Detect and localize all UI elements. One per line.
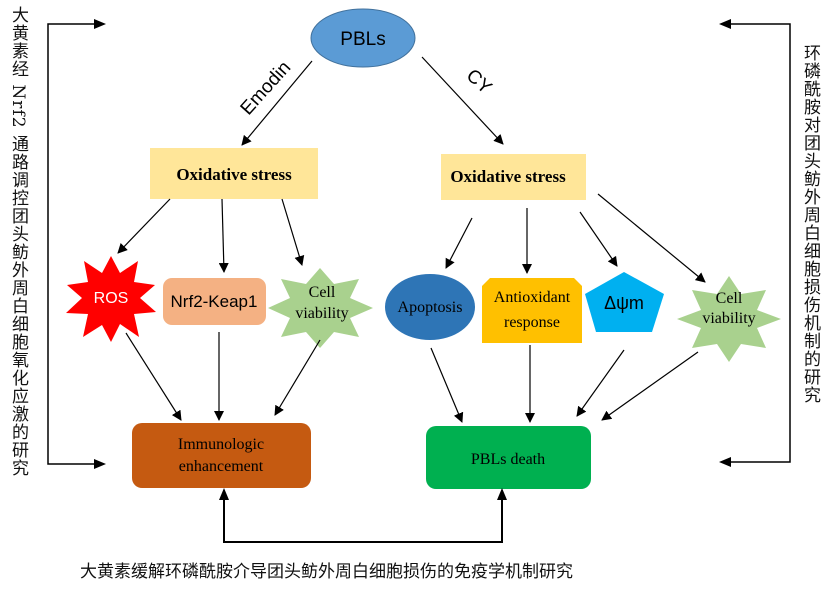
immunologic-line1: Immunologic <box>178 436 264 453</box>
left-bracket-arrow-bottom <box>94 459 106 469</box>
arrow-deltapsi-to-death <box>576 349 625 417</box>
arrow-apoptosis-to-death <box>430 347 464 423</box>
arrow-oxl-to-nrf2 <box>218 198 229 273</box>
arrow-oxr-to-apoptosis <box>445 217 473 269</box>
nrf2-keap1-label: Nrf2-Keap1 <box>171 292 258 311</box>
ros-node: ROS <box>66 256 156 342</box>
arrow-oxr-to-cellv <box>597 193 706 283</box>
cell-viability-left-line2: viability <box>295 305 348 322</box>
cy-label: CY <box>462 65 496 98</box>
right-bracket-arrow-top <box>719 19 731 29</box>
bottom-connector-line <box>223 497 503 543</box>
ros-label: ROS <box>94 290 129 307</box>
pbls-node: PBLs <box>310 8 416 68</box>
emodin-label: Emodin <box>237 57 296 119</box>
antioxidant-response-node: Antioxidant response <box>482 278 582 343</box>
cell-viability-right-node: Cell viability <box>677 276 781 362</box>
right-side-label: 环磷酰胺对团头鲂外周白细胞损伤机制的研究 <box>800 44 820 404</box>
left-bracket <box>47 23 96 465</box>
oxidative-stress-right: Oxidative stress <box>441 154 586 200</box>
arrow-ros-to-immunologic <box>125 332 182 421</box>
arrow-oxl-to-ros <box>117 198 171 254</box>
antioxidant-line2: response <box>504 314 560 331</box>
immunologic-line2: enhancement <box>179 458 264 475</box>
cell-viability-left-node: Cell viability <box>268 268 373 348</box>
arrow-cellv-to-death <box>601 351 699 421</box>
apoptosis-node: Apoptosis <box>385 274 475 340</box>
arrow-oxr-to-deltapsi <box>579 211 618 267</box>
diagram-caption: 大黄素缓解环磷酰胺介导团头鲂外周白细胞损伤的免疫学机制研究 <box>80 562 573 582</box>
arrow-cellv-to-immunologic <box>274 339 321 416</box>
left-side-label: 大黄素经 Nrf2 通路调控团头鲂外周白细胞氧化应激的研究 <box>8 6 28 477</box>
arrow-oxl-to-cellv <box>281 198 305 266</box>
right-bracket <box>730 23 791 463</box>
cell-viability-right-line1: Cell <box>716 290 743 307</box>
pbls-death-node: PBLs death <box>426 426 591 489</box>
immunologic-enhancement-node: Immunologic enhancement <box>132 423 311 488</box>
bottom-arrowhead-right <box>497 488 507 500</box>
delta-psi-node: Δψm <box>585 272 664 332</box>
cell-viability-left-line1: Cell <box>309 284 336 301</box>
arrow-pbls-to-right-oxidative <box>421 56 504 145</box>
antioxidant-line1: Antioxidant <box>494 289 571 306</box>
pbls-death-label: PBLs death <box>471 451 545 468</box>
cell-viability-right-line2: viability <box>702 310 755 327</box>
oxidative-stress-right-label: Oxidative stress <box>450 167 566 186</box>
nrf2-keap1-node: Nrf2-Keap1 <box>163 278 266 325</box>
bottom-arrowhead-left <box>219 488 229 500</box>
apoptosis-label: Apoptosis <box>398 299 463 316</box>
delta-psi-label: Δψm <box>604 293 644 313</box>
arrow-pbls-to-left-oxidative <box>241 60 313 146</box>
pbls-label: PBLs <box>340 29 385 50</box>
left-bracket-arrow-top <box>94 19 106 29</box>
right-bracket-arrow-bottom <box>719 457 731 467</box>
oxidative-stress-left: Oxidative stress <box>150 148 318 199</box>
oxidative-stress-left-label: Oxidative stress <box>176 165 292 184</box>
